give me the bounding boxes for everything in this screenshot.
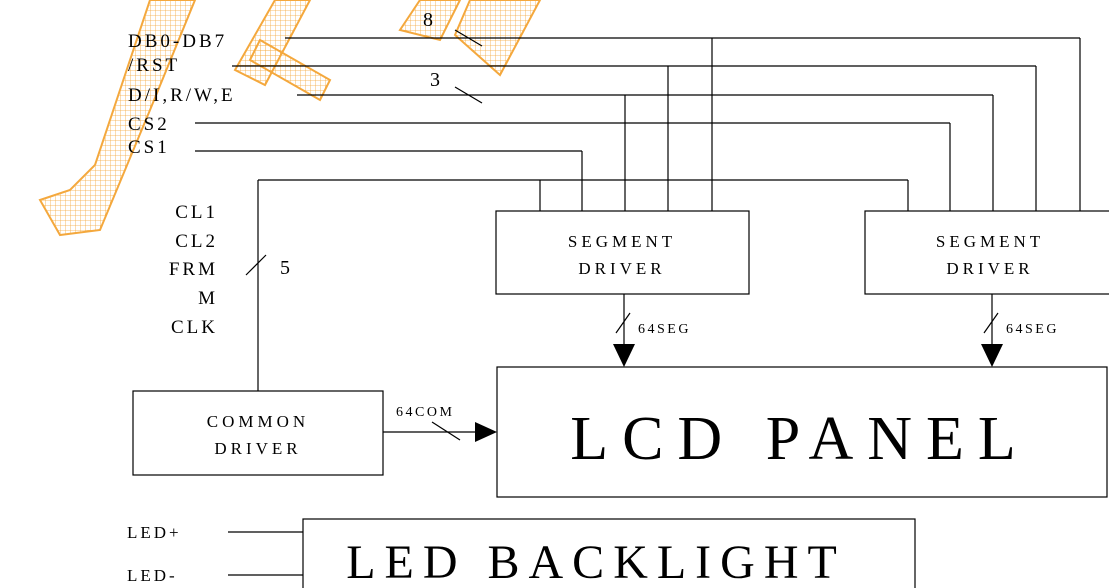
seg2-output-label: 64SEG [1006, 322, 1059, 337]
segment-driver-1-line1: SEGMENT [568, 232, 676, 251]
signal-clk: CLK [171, 317, 218, 338]
bus-cs2 [195, 122, 951, 211]
segment-driver-2-line2: DRIVER [946, 259, 1033, 278]
bus-width-di-rw-e: 3 [430, 69, 440, 91]
bus-di-rw-e: 3 [297, 69, 994, 211]
signal-cs1: CS1 [128, 137, 170, 158]
bus-clock-lines: 5 [245, 179, 909, 391]
segment-driver-1-line2: DRIVER [578, 259, 665, 278]
common-driver: COMMON DRIVER [132, 390, 384, 476]
segment-driver-2-line1: SEGMENT [936, 232, 1044, 251]
lcd-panel-label: LCD PANEL [570, 405, 1030, 473]
signal-led-minus: LED- [127, 566, 178, 585]
led-backlight-label: LED BACKLIGHT [346, 536, 846, 588]
signal-cl1: CL1 [175, 202, 218, 223]
segment-driver-2: SEGMENT DRIVER [864, 210, 1109, 295]
bus-width-common-in: 5 [280, 257, 290, 279]
signal-cl2: CL2 [175, 231, 218, 252]
seg1-output: 64SEG [613, 294, 691, 367]
signal-di-rw-e: D/I,R/W,E [128, 85, 236, 106]
common-output: 64COM [383, 405, 497, 442]
segment-driver-1: SEGMENT DRIVER [495, 210, 750, 295]
signal-m: M [198, 288, 218, 309]
common-output-label: 64COM [396, 405, 454, 420]
watermark [38, 0, 542, 237]
seg1-output-label: 64SEG [638, 322, 691, 337]
bus-rst [232, 65, 1037, 211]
common-driver-line2: DRIVER [214, 439, 301, 458]
signal-rst: /RST [128, 55, 180, 76]
bus-db: 8 [285, 9, 1081, 211]
seg2-output: 64SEG [981, 294, 1059, 367]
bus-cs1 [195, 150, 583, 211]
bus-width-db: 8 [423, 9, 433, 31]
led-backlight: LED+ LED- LED BACKLIGHT [127, 518, 916, 588]
lcd-panel: LCD PANEL [496, 366, 1108, 498]
common-driver-line1: COMMON [207, 412, 309, 431]
signal-db: DB0-DB7 [128, 31, 227, 52]
signal-cs2: CS2 [128, 114, 170, 135]
signal-frm: FRM [169, 259, 218, 280]
signal-led-plus: LED+ [127, 523, 182, 542]
